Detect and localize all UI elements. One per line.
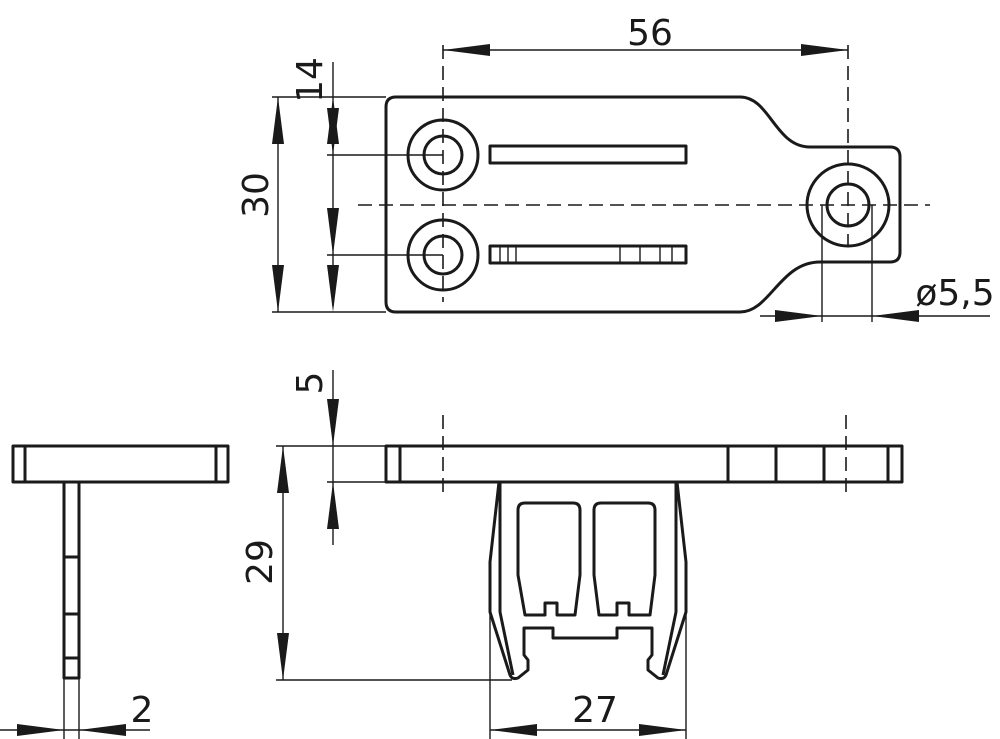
plate-side: [11, 444, 230, 484]
plate-outline-top: [384, 95, 902, 314]
body-outline: [488, 481, 688, 681]
side-view: 2: [0, 444, 230, 739]
dim-diameter-label: ø5,5: [915, 273, 994, 314]
front-view: 5 29 27: [240, 370, 904, 739]
dim-14-label: 14: [290, 57, 331, 103]
plate-front: [384, 444, 904, 484]
dim-2-label: 2: [131, 690, 154, 731]
dim-29-label: 29: [240, 539, 281, 585]
top-view: 56 30 14 ø5,5: [236, 13, 995, 322]
dim-56-label: 56: [627, 13, 673, 54]
dim-27-label: 27: [572, 690, 618, 731]
channel-left: [516, 501, 582, 617]
dim-5-label: 5: [290, 372, 331, 395]
stem-side: [62, 480, 81, 680]
dim-30-label: 30: [236, 172, 277, 218]
channel-right: [592, 501, 657, 617]
slot-lower: [488, 244, 688, 265]
slot-upper: [488, 144, 688, 165]
